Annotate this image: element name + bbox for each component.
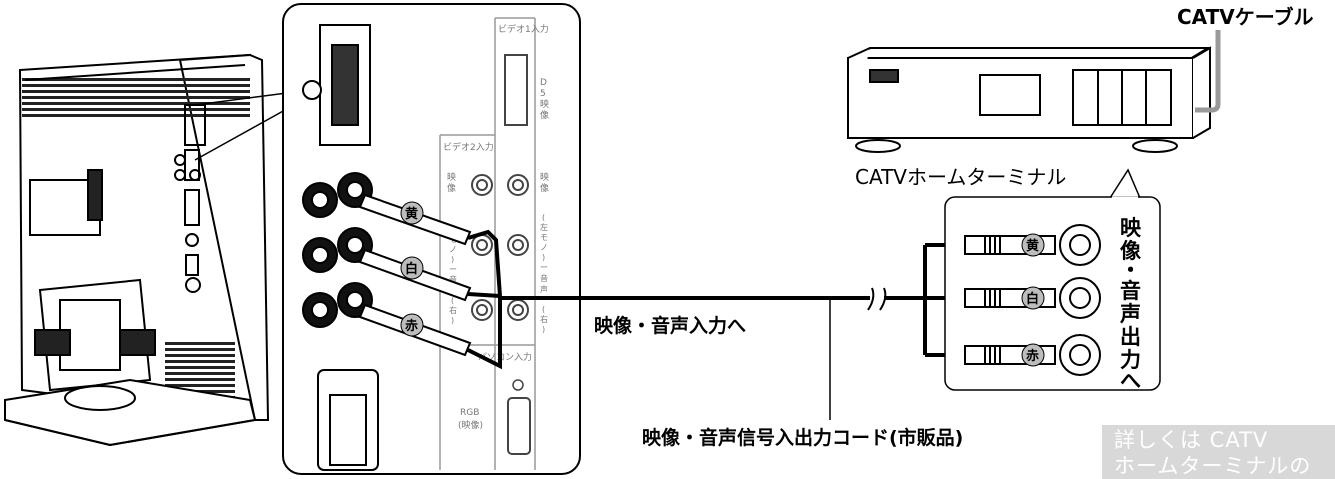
panel-left-parts bbox=[302, 24, 379, 471]
video1-label: ビデオ1入力 bbox=[498, 23, 549, 35]
video2-label: ビデオ2入力 bbox=[443, 141, 494, 153]
video-in-label-r1: 映 bbox=[540, 171, 549, 183]
audio-label-4: ノ bbox=[540, 243, 548, 252]
mono-label-5: ー bbox=[449, 265, 457, 274]
output-char-7: 力 bbox=[1120, 348, 1141, 372]
note-box: 詳しくは CATV ホームターミナルの bbox=[1102, 425, 1335, 479]
output-char-5: 声 bbox=[1119, 302, 1141, 326]
audio-label-10: ( bbox=[542, 305, 545, 314]
catv-cable-label: CATVケーブル bbox=[1177, 5, 1314, 29]
av-input-label: 映像・音声入力へ bbox=[594, 314, 746, 337]
audio-label-1: ( bbox=[542, 213, 545, 222]
rgb-label-1: RGB bbox=[460, 408, 479, 418]
cable-break-mark bbox=[867, 287, 887, 311]
note-line-1: 詳しくは CATV bbox=[1114, 428, 1269, 452]
video-in-label-l1: 映 bbox=[447, 171, 456, 183]
output-char-6: 出 bbox=[1120, 325, 1141, 349]
cord-label: 映像・音声信号入出力コード(市販品) bbox=[642, 426, 963, 449]
right-label-3: ) bbox=[451, 316, 454, 325]
rgb-connector bbox=[507, 397, 531, 455]
video-in-label-l2: 像 bbox=[447, 182, 456, 194]
d5-label-4: 像 bbox=[540, 109, 549, 121]
d5-label-2: 5 bbox=[540, 89, 546, 99]
d5-label-3: 映 bbox=[540, 98, 549, 110]
av-output-vertical-label: 映 像 ・ 音 声 出 力 へ bbox=[1119, 216, 1142, 393]
tv-rear-illustration bbox=[4, 53, 321, 447]
audio-label-5: ) bbox=[542, 253, 545, 262]
audio-label-8: 声 bbox=[540, 284, 548, 294]
tv-side-plug-badges: 黄 白 赤 bbox=[400, 201, 424, 337]
d5-connector bbox=[504, 54, 528, 126]
catv-terminal-illustration bbox=[847, 46, 1212, 153]
terminal-plug-badges: 黄 白 赤 bbox=[1021, 233, 1045, 367]
plug-red-terminal: 赤 bbox=[1026, 348, 1039, 364]
callout-pointer bbox=[1109, 168, 1141, 199]
catv-terminal-label: CATVホームターミナル bbox=[855, 165, 1066, 189]
rgb-label-2: (映像) bbox=[458, 419, 483, 431]
right-label-2: 右 bbox=[449, 305, 457, 315]
plug-red-tv: 赤 bbox=[405, 318, 418, 334]
output-char-1: 映 bbox=[1120, 216, 1142, 240]
right-label-1: ( bbox=[451, 296, 454, 305]
audio-label-7: 音 bbox=[540, 273, 548, 283]
catv-cable bbox=[1195, 30, 1221, 113]
audio-label-11: 右 bbox=[540, 314, 548, 324]
terminal-output-jacks bbox=[964, 224, 1101, 376]
output-char-8: へ bbox=[1120, 369, 1141, 393]
plug-yellow-terminal: 黄 bbox=[1026, 238, 1039, 254]
mono-label-3: ノ bbox=[449, 245, 457, 254]
video-in-label-r2: 像 bbox=[540, 182, 549, 194]
output-char-3: ・ bbox=[1120, 258, 1141, 282]
audio-label-3: モ bbox=[540, 233, 548, 242]
plug-white-tv: 白 bbox=[405, 261, 418, 277]
pc-screw-top bbox=[512, 379, 524, 391]
note-line-2: ホームターミナルの bbox=[1114, 454, 1312, 478]
d5-label-1: D bbox=[540, 78, 547, 88]
mono-label-4: ) bbox=[451, 255, 454, 264]
audio-label-2: 左 bbox=[540, 222, 548, 232]
output-char-2: 像 bbox=[1120, 239, 1142, 263]
audio-label-column: ( 左 モ ノ ) ー 音 声 ー ( 右 ) bbox=[540, 213, 548, 334]
plug-white-terminal: 白 bbox=[1026, 291, 1039, 307]
output-char-4: 音 bbox=[1120, 279, 1141, 303]
audio-label-12: ) bbox=[542, 325, 545, 334]
plug-yellow-tv: 黄 bbox=[405, 206, 418, 222]
mono-label-6: 音 bbox=[449, 274, 457, 284]
audio-label-6: ー bbox=[540, 263, 548, 272]
